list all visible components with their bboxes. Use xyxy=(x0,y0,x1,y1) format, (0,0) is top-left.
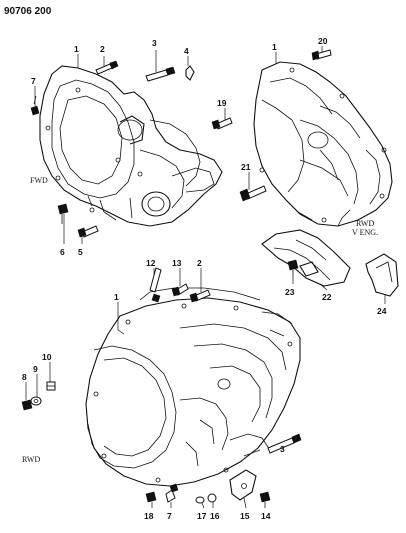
callout-15-bracket: 15 xyxy=(240,511,250,521)
callout-6-bolt: 6 xyxy=(60,247,65,257)
bracket-15 xyxy=(229,469,257,501)
callout-20-bolt: 20 xyxy=(318,36,328,46)
note-fwd: FWD xyxy=(30,176,48,185)
diagram-code: 90706 200 xyxy=(4,6,52,17)
callout-3-bolt: 3 xyxy=(152,38,157,48)
bolt-2-lower xyxy=(189,289,211,303)
bolt-5 xyxy=(77,225,99,238)
clip-4 xyxy=(185,65,195,81)
callout-9-washer: 9 xyxy=(33,364,38,374)
callout-21-bolt: 21 xyxy=(241,162,251,172)
callout-7-bolt: 7 xyxy=(31,76,36,86)
callout-24-plate: 24 xyxy=(377,306,387,316)
fwd-transaxle-case xyxy=(39,65,223,227)
rwd-transmission-case xyxy=(85,287,301,487)
callout-19-bolt: 19 xyxy=(217,98,227,108)
callout-2-bolt-lower: 2 xyxy=(197,258,202,268)
callout-16-plug: 16 xyxy=(210,511,220,521)
callout-10-nut: 10 xyxy=(42,352,52,362)
callout-3-bolt-lower: 3 xyxy=(280,444,285,454)
callout-13-bolt: 13 xyxy=(172,258,182,268)
callout-1-rwd-case: 1 xyxy=(114,292,119,302)
callout-7-bolt-lower: 7 xyxy=(167,511,172,521)
note-rwd-v-line1: RWD xyxy=(356,219,374,228)
plug-16 xyxy=(207,493,217,503)
note-rwd-bottom: RWD xyxy=(22,455,40,464)
callout-4-clip: 4 xyxy=(184,46,189,56)
dust-cover-22 xyxy=(261,229,351,287)
bolt-7-lower xyxy=(165,483,179,503)
bolt-19 xyxy=(211,117,233,130)
callout-8-nut: 8 xyxy=(22,372,27,382)
callout-12-bolt: 12 xyxy=(146,258,156,268)
callout-14-bolt: 14 xyxy=(261,511,271,521)
callout-1-fwd-case: 1 xyxy=(74,44,79,54)
callout-18-bolt: 18 xyxy=(144,511,154,521)
nut-10 xyxy=(46,381,56,391)
bolt-13 xyxy=(171,283,189,297)
washer-9 xyxy=(30,396,42,406)
callout-numbers: 1 2 3 4 7 19 1 20 21 6 5 23 22 24 12 13 … xyxy=(22,36,387,521)
bolt-3-top xyxy=(145,66,176,82)
callout-2-bolt: 2 xyxy=(100,44,105,54)
note-rwd-v-line2: V ENG. xyxy=(352,228,378,237)
nut-8 xyxy=(21,399,33,411)
callout-17-plug: 17 xyxy=(197,511,207,521)
cover-plate-24 xyxy=(365,253,399,297)
bolt-23 xyxy=(287,259,299,278)
leader-lines xyxy=(25,46,386,509)
bolt-18 xyxy=(145,491,157,503)
bolt-6 xyxy=(57,203,69,224)
callout-22-cover: 22 xyxy=(322,292,332,302)
bolt-3-lower xyxy=(267,433,302,454)
bolt-2-top xyxy=(95,60,119,75)
plug-17 xyxy=(195,496,205,504)
bolt-20 xyxy=(311,49,332,61)
callout-1-bell-housing: 1 xyxy=(272,42,277,52)
bolt-14 xyxy=(259,491,271,508)
rwd-v-engine-bell-housing xyxy=(253,61,393,227)
bolt-21 xyxy=(239,185,267,202)
bolt-12 xyxy=(149,267,162,303)
callout-23-bolt: 23 xyxy=(285,287,295,297)
callout-5-bolt: 5 xyxy=(78,247,83,257)
